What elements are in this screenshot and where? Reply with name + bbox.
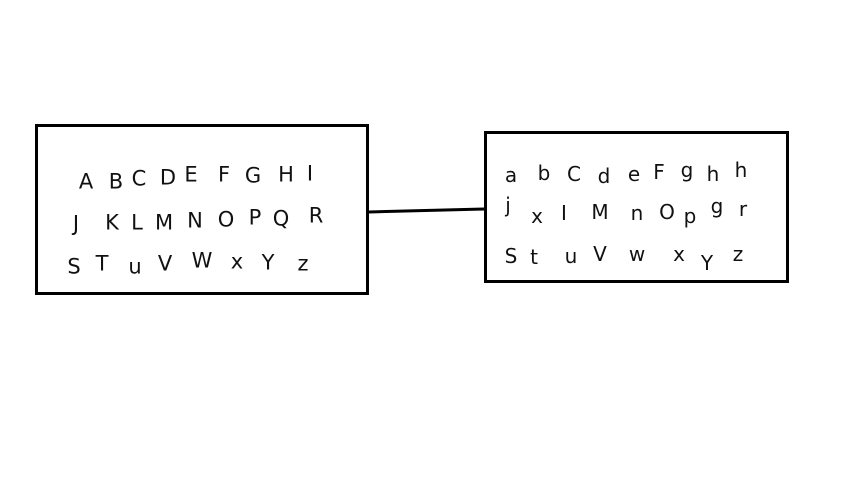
letter-W: W bbox=[191, 248, 213, 273]
letter-K: K bbox=[105, 210, 119, 235]
letter-E: E bbox=[184, 162, 198, 187]
letter-n: n bbox=[630, 201, 644, 225]
letter-x: x bbox=[230, 249, 244, 274]
letter-Y: Y bbox=[261, 250, 275, 275]
letter-h: h bbox=[706, 162, 720, 186]
letter-I: I bbox=[561, 201, 567, 225]
letter-x: x bbox=[673, 242, 685, 266]
letter-z: z bbox=[732, 242, 744, 266]
letter-a: a bbox=[504, 163, 518, 187]
letter-S: S bbox=[67, 254, 81, 279]
letter-R: R bbox=[308, 203, 324, 228]
letter-x: x bbox=[531, 204, 543, 228]
letter-C: C bbox=[131, 166, 147, 191]
right-letter-box: a b C d e F g h h j x I M n O p g r S t … bbox=[484, 131, 789, 283]
left-letter-box: A B C D E F G H I J K L M N O P Q R S T … bbox=[35, 124, 369, 295]
letter-b: b bbox=[537, 161, 551, 185]
letter-I: I bbox=[306, 161, 314, 186]
letter-O: O bbox=[217, 207, 235, 232]
letter-z: z bbox=[297, 251, 309, 276]
letter-e: e bbox=[627, 162, 641, 186]
letter-r: r bbox=[738, 197, 748, 221]
letter-g: g bbox=[710, 194, 724, 218]
letter-j: j bbox=[505, 193, 511, 217]
letter-w: w bbox=[628, 242, 646, 266]
letter-d: d bbox=[597, 164, 611, 188]
letter-H: H bbox=[278, 162, 294, 187]
letter-A: A bbox=[78, 169, 94, 194]
letter-B: B bbox=[108, 169, 124, 194]
letter-V: V bbox=[157, 251, 173, 276]
letter-V: V bbox=[593, 242, 607, 266]
letter-u: u bbox=[128, 254, 142, 279]
letter-C: C bbox=[567, 162, 581, 186]
letter-Y: Y bbox=[700, 251, 714, 275]
letter-G: G bbox=[244, 163, 262, 188]
letter-h-2: h bbox=[734, 158, 748, 182]
letter-L: L bbox=[131, 210, 143, 235]
letter-g: g bbox=[680, 158, 694, 182]
letter-O: O bbox=[659, 200, 675, 224]
letter-Q: Q bbox=[272, 206, 290, 231]
letter-N: N bbox=[187, 208, 203, 233]
letter-M: M bbox=[591, 200, 609, 224]
letter-M: M bbox=[154, 210, 174, 235]
letter-t: t bbox=[530, 245, 538, 269]
letter-u: u bbox=[564, 244, 578, 268]
letter-S: S bbox=[504, 244, 518, 268]
letter-F: F bbox=[653, 160, 665, 184]
letter-P: P bbox=[248, 205, 262, 230]
letter-J: J bbox=[72, 211, 80, 236]
letter-D: D bbox=[159, 165, 177, 190]
letter-p: p bbox=[683, 204, 697, 228]
letter-F: F bbox=[217, 162, 231, 187]
letter-T: T bbox=[95, 251, 109, 276]
